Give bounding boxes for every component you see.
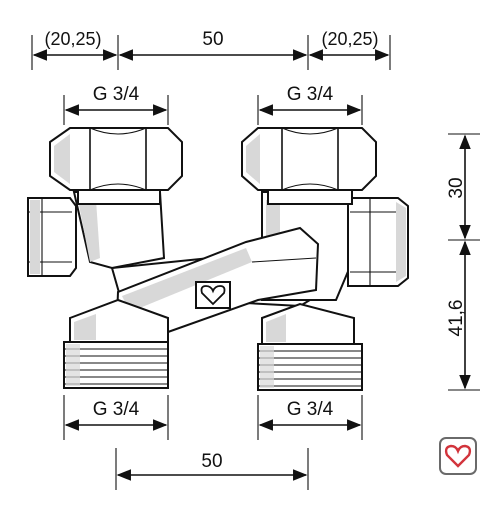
top-thread-dimensions: G 3/4 G 3/4	[63, 84, 363, 125]
heart-in-rounded-square-icon	[439, 437, 477, 475]
lower-left-thread	[63, 341, 169, 389]
dim-top-right-offset: (20,25)	[321, 29, 378, 49]
dim-bottom-left-thread: G 3/4	[93, 399, 140, 420]
right-side-port	[347, 197, 409, 287]
dim-top-left-offset: (20,25)	[44, 29, 101, 49]
heart-in-square-icon	[195, 281, 231, 309]
dim-top-left-thread: G 3/4	[93, 84, 140, 105]
right-vertical-dimensions: 30 41,6	[446, 133, 480, 391]
top-dimension-row: (20,25) 50 (20,25)	[31, 29, 391, 70]
dim-bottom-right-thread: G 3/4	[287, 399, 334, 420]
bottom-center-dimension: 50	[115, 448, 309, 490]
dim-right-lower: 41,6	[446, 300, 467, 337]
left-hex-nut	[49, 127, 183, 191]
bottom-thread-dimensions: G 3/4 G 3/4	[63, 395, 363, 440]
dim-top-center: 50	[202, 29, 223, 50]
dim-top-right-thread: G 3/4	[287, 84, 334, 105]
dim-bottom-center: 50	[201, 451, 222, 472]
valve-body	[27, 127, 409, 391]
dim-right-upper: 30	[446, 177, 467, 198]
lower-right-thread	[257, 343, 363, 391]
right-hex-nut	[241, 127, 377, 191]
